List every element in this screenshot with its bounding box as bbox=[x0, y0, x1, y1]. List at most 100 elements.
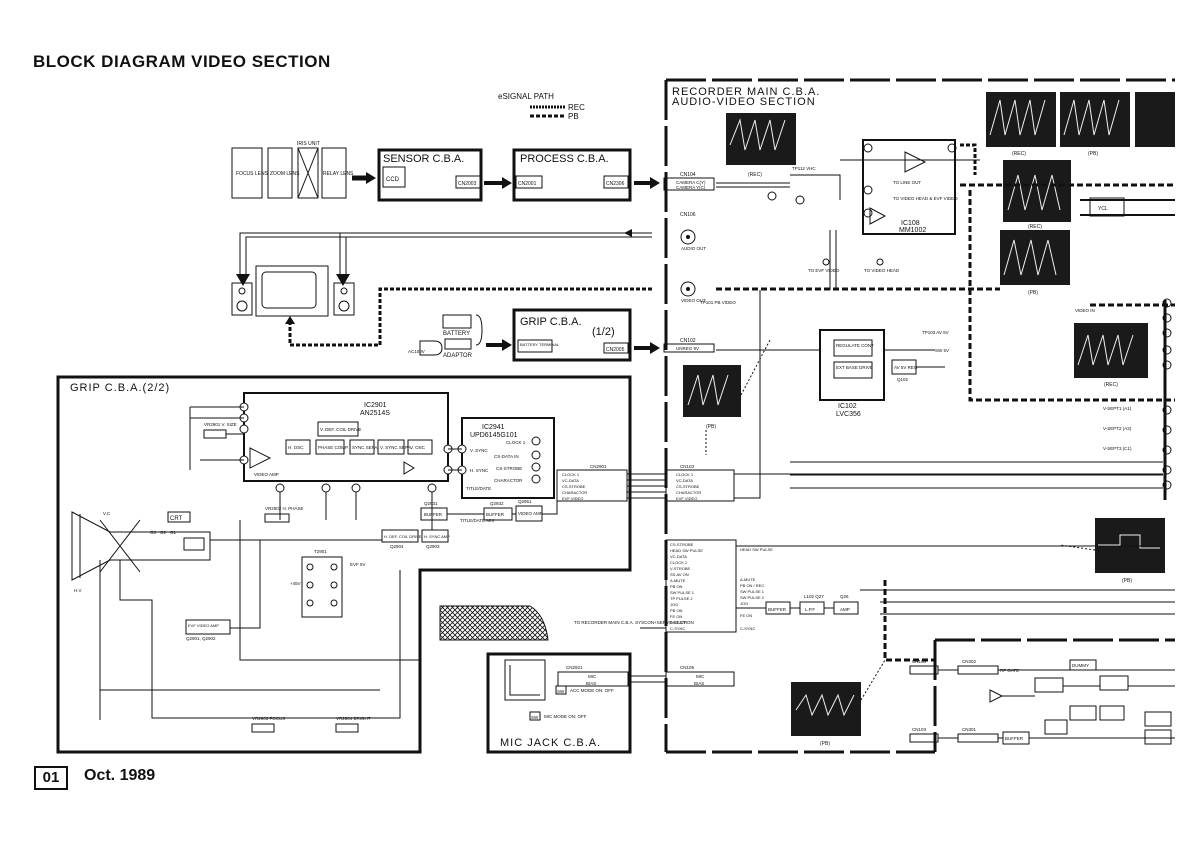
mic-sw1: SW bbox=[557, 689, 565, 694]
legend-pb: PB bbox=[568, 112, 579, 121]
mic-pin-bias: BIAS bbox=[586, 681, 596, 686]
servo-right-5: JOG bbox=[740, 601, 748, 606]
cn104-label: CN104 bbox=[680, 172, 696, 178]
ycl-label: YCL bbox=[1098, 206, 1108, 212]
grip-hsync: H. SYNC AMP bbox=[424, 534, 450, 539]
scope-6-label: (PB) bbox=[1028, 290, 1038, 296]
video-out-label: VIDEO OUT bbox=[681, 298, 706, 303]
zoom-lens bbox=[267, 147, 293, 199]
to-video-head-2: TO VIDEO HEAD bbox=[864, 268, 900, 273]
revision-date: Oct. 1989 bbox=[84, 767, 156, 784]
ic108-block: TP112 VHC TO LINE OUT TO VIDEO HEAD & EV… bbox=[716, 139, 980, 290]
process-connector-in: CN2001 bbox=[518, 181, 537, 187]
legend-rec: REC bbox=[568, 103, 585, 112]
iris-unit-label: IRIS UNIT bbox=[297, 141, 320, 147]
servo-row-11: PB ON bbox=[670, 608, 683, 613]
mic-sw1-label: ACC MODE ON: OFF bbox=[570, 688, 614, 693]
ic2941-side-0: V. SYNC bbox=[470, 448, 488, 453]
scope-4 bbox=[1135, 92, 1175, 147]
servo-right-6: FE ON bbox=[740, 613, 752, 618]
ic2901-amp: VIDEO AMP bbox=[254, 472, 279, 477]
cn302-label: CN302 bbox=[962, 659, 977, 664]
servo-row-13: REC ATF bbox=[670, 620, 687, 625]
scope-7 bbox=[683, 365, 741, 417]
recorder-title-1: RECORDER MAIN C.B.A. bbox=[672, 86, 820, 98]
scope-8-label: (REC) bbox=[1104, 382, 1118, 388]
rec-bias: BIAS bbox=[694, 681, 704, 686]
grip1-battery-terminal: BATTERY TERMINAL bbox=[520, 342, 560, 347]
crt-tube bbox=[71, 511, 211, 581]
servo-right-3: SW PULSE 1 bbox=[740, 589, 765, 594]
scope-3 bbox=[1060, 92, 1130, 147]
ac100v-label: AC100V bbox=[408, 349, 425, 354]
rec-row-0: CLOCK 1 bbox=[676, 472, 694, 477]
sensor-ccd: CCD bbox=[386, 177, 400, 183]
ic2901-top: V. DEF. COIL DRIVE bbox=[320, 427, 361, 432]
scope-7-label: (PB) bbox=[706, 424, 716, 430]
servo-row-1: HEAD SW PULSE bbox=[670, 548, 703, 553]
waveform-thumbnails: (REC) (REC) (PB) (REC) (PB) (PB) (REC) (… bbox=[683, 92, 1175, 747]
grip1-connector: CN2005 bbox=[606, 347, 625, 353]
tp101-label: TP101 PB VIDEO bbox=[700, 300, 736, 305]
monitor-group bbox=[231, 229, 652, 347]
signal-path-legend: eSIGNAL PATH REC PB bbox=[498, 92, 585, 121]
servo-row-6: A-MUTE bbox=[670, 578, 686, 583]
crt-label: CRT bbox=[170, 516, 183, 522]
crt-g2: G2 bbox=[160, 530, 167, 535]
grip-mix-buffer: BUFFER bbox=[486, 512, 505, 517]
ic2901-name: IC2901 bbox=[364, 402, 387, 409]
ic2941-pin-0: CLOCK 1 bbox=[506, 440, 526, 445]
vr2901: VR2901 V. SIZE bbox=[204, 422, 237, 427]
ic2941-pin-1: CS-DATA IN bbox=[494, 454, 519, 459]
bottom-right-section: CN108 CN302 CN103 CN301 BUFFER DUMMY RF … bbox=[909, 197, 1175, 745]
crt-hv: H.V bbox=[74, 588, 82, 593]
grip-buffer-q: Q2931 bbox=[424, 501, 438, 506]
rec-row-3: CHARACTOR bbox=[676, 490, 701, 495]
evf-amp: EVF VIDEO AMP bbox=[188, 623, 219, 628]
servo-right-0: HEAD SW PULSE bbox=[740, 547, 773, 552]
camera-y: CAMERA Y(C) bbox=[676, 185, 706, 190]
ic2901-block-2: SYNC SEPA. bbox=[352, 445, 379, 450]
leader-lines bbox=[705, 339, 1096, 701]
camera-c: CAMERA C(Y) bbox=[676, 180, 706, 185]
servo-right-2: PB ON / REC bbox=[740, 583, 764, 588]
scope-2-label: (REC) bbox=[1012, 151, 1026, 157]
battery bbox=[442, 314, 472, 329]
grip-row-0: CLOCK 1 bbox=[562, 472, 580, 477]
power-group: BATTERY AC100V ADAPTOR bbox=[408, 314, 512, 359]
cn2901-label: CN2901 bbox=[590, 464, 607, 469]
focus-lens bbox=[231, 147, 263, 199]
zoom-lens-label: ZOOM LENS bbox=[270, 171, 300, 177]
vr2902: VR2902 H. PHASE bbox=[265, 506, 304, 511]
relay-lens bbox=[321, 147, 347, 199]
ic2901-block-1: PHASE COMP. bbox=[318, 445, 349, 450]
process-board: PROCESS C.B.A. CN2001 CN2306 bbox=[512, 148, 632, 202]
grip-board-1: GRIP C.B.A. (1/2) BATTERY TERMINAL CN200… bbox=[512, 308, 632, 362]
grip-hdef-q: Q2904 bbox=[390, 544, 404, 549]
servo-note: TO RECORDER MAIN C.B.A. SYSCON+SERVO SEC… bbox=[574, 620, 694, 625]
right-pin-0: V-SEPT1 (A1) bbox=[1103, 406, 1132, 411]
ic102-block-0: REGULATE CONT bbox=[836, 343, 874, 348]
t2901-label: T2901 bbox=[314, 549, 327, 554]
ic2941-part: UPD6145G101 bbox=[470, 432, 518, 439]
servo-row-7: PB ON bbox=[670, 584, 683, 589]
grip-vamp-q: Q2951 bbox=[518, 499, 532, 504]
tv-monitor bbox=[255, 265, 329, 317]
sensor-board: SENSOR C.B.A. CCD CN2003 bbox=[377, 148, 483, 202]
servo-row-3: CLOCK 1 bbox=[670, 560, 688, 565]
recorder-inputs: CN104 CAMERA C(Y) CAMERA Y(C) CN106 AUDI… bbox=[663, 172, 736, 353]
q102-label: Q102 bbox=[897, 377, 909, 382]
grip2-title: GRIP C.B.A.(2/2) bbox=[70, 382, 170, 394]
right-pin-2: V-SEPT3 (C1) bbox=[1103, 446, 1132, 451]
page-title: BLOCK DIAGRAM VIDEO SECTION bbox=[33, 52, 331, 71]
rec-mic: MIC bbox=[696, 674, 705, 679]
ic2901-block-0: H. OSC bbox=[288, 445, 304, 450]
ic2901 bbox=[243, 392, 449, 482]
ic2941-side-1: H. SYNC bbox=[470, 468, 489, 473]
video-out-jack bbox=[680, 281, 696, 297]
to-video-head: TO VIDEO HEAD & EVF VIDEO bbox=[893, 196, 958, 201]
battery-label: BATTERY bbox=[443, 331, 470, 337]
ic2941-side-2: TITLE/DATE bbox=[466, 486, 491, 491]
servo-row-5: SS.AV ON bbox=[670, 572, 689, 577]
to-line-out: TO LINE OUT bbox=[893, 180, 921, 185]
